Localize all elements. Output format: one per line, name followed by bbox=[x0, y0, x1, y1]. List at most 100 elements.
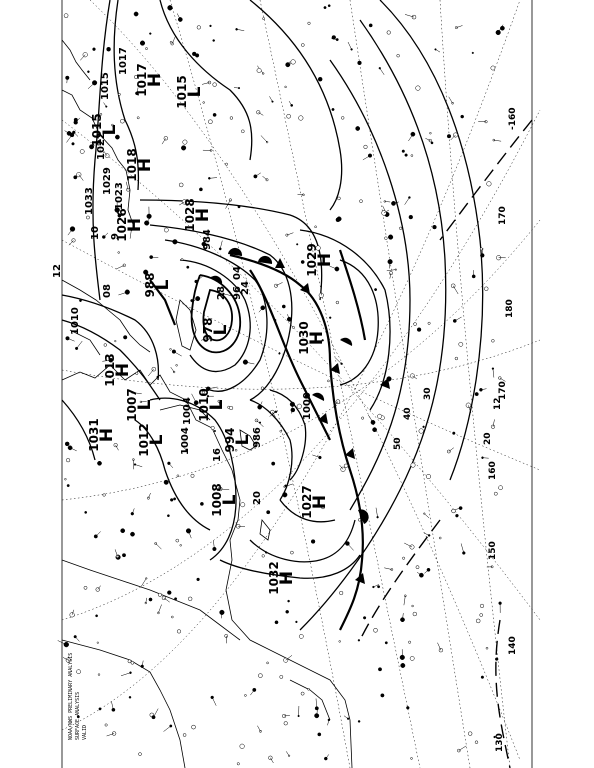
station-marker bbox=[95, 614, 98, 618]
svg-text:H: H bbox=[97, 428, 117, 442]
station-marker bbox=[281, 304, 286, 309]
wind-barb bbox=[325, 754, 330, 759]
station-marker bbox=[262, 17, 265, 20]
isobar-value-label: 28 bbox=[216, 286, 227, 300]
svg-text:L: L bbox=[185, 86, 205, 97]
station-marker bbox=[327, 379, 330, 383]
station-marker bbox=[485, 646, 489, 650]
wind-barb bbox=[66, 134, 73, 143]
station-marker bbox=[266, 510, 271, 515]
wind-barb bbox=[132, 392, 142, 395]
wind-barb bbox=[57, 640, 67, 645]
station-marker bbox=[406, 706, 410, 710]
station-marker bbox=[202, 101, 205, 104]
station-marker bbox=[372, 427, 377, 433]
wind-barb bbox=[482, 248, 484, 256]
station-marker bbox=[298, 115, 304, 121]
wind-barb bbox=[450, 134, 456, 141]
station-marker bbox=[418, 428, 424, 434]
wind-barb bbox=[76, 340, 83, 349]
station-marker bbox=[300, 691, 305, 696]
station-marker bbox=[134, 75, 138, 79]
station-marker bbox=[265, 551, 268, 554]
wind-barb bbox=[402, 613, 404, 620]
station-marker bbox=[130, 531, 135, 537]
station-marker bbox=[498, 485, 503, 491]
wind-barb bbox=[259, 401, 263, 408]
station-marker bbox=[175, 538, 180, 543]
station-marker bbox=[323, 6, 327, 10]
station-marker bbox=[427, 321, 431, 325]
station-marker bbox=[451, 508, 456, 514]
station-marker bbox=[410, 757, 413, 760]
wind-barb bbox=[383, 209, 390, 214]
svg-text:1026: 1026 bbox=[115, 208, 129, 241]
legend-line: NOAA/NWS PRELIMINARY ANALYSIS bbox=[68, 653, 74, 740]
station-marker bbox=[208, 119, 213, 124]
station-marker bbox=[486, 181, 492, 187]
wind-barb bbox=[269, 411, 277, 417]
wind-barb bbox=[315, 698, 318, 709]
svg-text:L: L bbox=[147, 434, 167, 445]
station-marker bbox=[89, 144, 95, 150]
wind-barb bbox=[80, 54, 86, 61]
wind-barb bbox=[497, 24, 504, 33]
station-marker bbox=[314, 225, 317, 229]
svg-text:994: 994 bbox=[223, 427, 237, 452]
station-marker bbox=[261, 554, 265, 558]
wind-barb bbox=[67, 338, 75, 342]
station-marker bbox=[225, 162, 228, 166]
wind-barb bbox=[256, 420, 264, 427]
station-marker bbox=[300, 260, 305, 264]
station-marker bbox=[86, 215, 90, 220]
station-marker bbox=[285, 610, 289, 614]
svg-text:1012: 1012 bbox=[137, 423, 151, 456]
station-marker bbox=[408, 640, 412, 644]
wind-barb bbox=[379, 68, 385, 75]
wind-barb bbox=[245, 361, 255, 365]
svg-text:H: H bbox=[135, 158, 155, 172]
station-marker bbox=[274, 620, 279, 625]
wind-barb bbox=[68, 240, 74, 246]
svg-text:L: L bbox=[135, 399, 155, 410]
wind-barb bbox=[136, 87, 139, 94]
wind-barb bbox=[287, 314, 290, 320]
wind-barb bbox=[416, 571, 422, 576]
station-marker bbox=[229, 405, 234, 411]
station-marker bbox=[104, 723, 108, 727]
station-marker bbox=[296, 243, 299, 246]
wind-barb bbox=[97, 585, 101, 590]
station-marker bbox=[454, 356, 459, 361]
station-marker bbox=[157, 592, 162, 597]
svg-text:1015: 1015 bbox=[175, 75, 189, 108]
svg-text:1028: 1028 bbox=[183, 198, 197, 231]
wind-barb bbox=[284, 483, 294, 487]
station-marker bbox=[178, 182, 184, 188]
station-marker bbox=[123, 335, 128, 340]
svg-text:978: 978 bbox=[201, 317, 215, 342]
wind-barb bbox=[285, 751, 290, 756]
wind-barb bbox=[448, 447, 454, 452]
wind-barb bbox=[404, 14, 415, 18]
isobar-value-label: 984 bbox=[202, 229, 213, 250]
station-marker bbox=[384, 641, 388, 645]
station-marker bbox=[111, 123, 114, 127]
isobar-value-label: 1022 bbox=[96, 132, 107, 160]
wind-barb bbox=[297, 193, 304, 196]
weather-fronts bbox=[149, 247, 390, 631]
wind-barb bbox=[201, 337, 209, 341]
station-marker bbox=[167, 514, 170, 518]
isobar-value-label: 1015 bbox=[100, 72, 111, 100]
station-marker bbox=[409, 373, 415, 379]
station-marker bbox=[115, 134, 120, 140]
station-marker bbox=[130, 661, 135, 665]
wind-barb bbox=[435, 49, 441, 53]
station-marker bbox=[493, 735, 496, 739]
